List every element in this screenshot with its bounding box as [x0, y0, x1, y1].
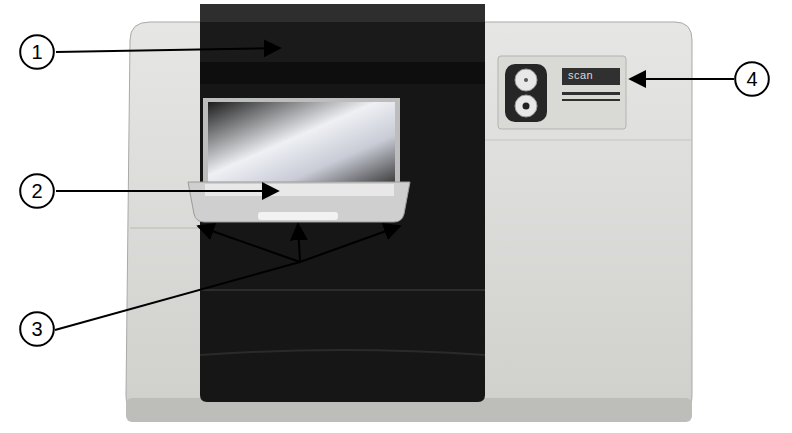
panel-seam	[200, 350, 485, 355]
leader-line	[56, 190, 278, 192]
scan-button	[515, 95, 537, 117]
power-button	[515, 69, 537, 91]
control-panel	[498, 56, 626, 129]
holder-tab	[258, 212, 338, 220]
callout-number: 4	[746, 69, 757, 89]
callout-circle: 4	[734, 61, 770, 97]
leader-line	[630, 78, 734, 80]
logo-stripe	[562, 92, 620, 95]
scanner-lid	[200, 4, 485, 84]
callout-circle: 2	[19, 173, 55, 209]
callout-circle: 1	[19, 34, 55, 70]
logo-plate	[562, 68, 620, 85]
button-housing	[505, 64, 547, 122]
body-seam	[130, 228, 200, 229]
power-button-dot	[524, 78, 528, 82]
callout-ring	[20, 312, 54, 346]
lid-lip	[200, 4, 485, 22]
callout-number: 2	[31, 181, 42, 201]
scanner-body	[126, 22, 692, 420]
scan-button-dot	[523, 103, 530, 110]
document-holder	[188, 182, 410, 222]
leader-line	[300, 226, 400, 262]
scan-glass	[208, 102, 395, 184]
callout-number: 1	[31, 42, 42, 62]
leader-line	[298, 224, 300, 262]
logo-stripe	[562, 99, 620, 101]
callout-circle: 3	[19, 311, 55, 347]
leader-line	[55, 262, 300, 330]
lid-edge	[200, 62, 485, 84]
callout-ring	[735, 62, 769, 96]
panel-seam	[200, 289, 485, 291]
leader-line	[198, 226, 300, 262]
callout-ring	[20, 174, 54, 208]
leader-line	[56, 48, 280, 52]
brand-logo: scan	[568, 69, 593, 81]
body-seam	[485, 140, 692, 141]
window-frame	[203, 98, 400, 188]
callout-ring	[20, 35, 54, 69]
callout-number: 3	[31, 319, 42, 339]
